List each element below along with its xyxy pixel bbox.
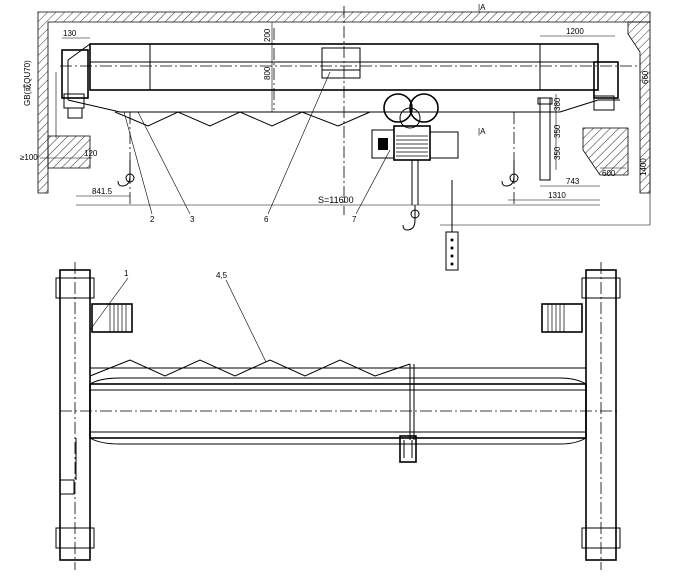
right-wall bbox=[627, 21, 651, 194]
dim-1310: 1310 bbox=[548, 191, 566, 200]
callout-4-5: 4,5 bbox=[216, 271, 228, 280]
dim-1400: 1400 bbox=[639, 158, 648, 176]
dim-130: 130 bbox=[63, 29, 77, 38]
drive-motor-left bbox=[91, 303, 133, 333]
bracket-right bbox=[539, 97, 551, 181]
section-a-top: |A bbox=[478, 3, 486, 12]
dim-100: ≥100 bbox=[20, 153, 38, 162]
dim-120: 120 bbox=[84, 149, 98, 158]
left-wall bbox=[37, 11, 651, 194]
pendant-control bbox=[445, 231, 459, 271]
elevation-view: 130 200 800 1200 660 GB(或QU70) 120 ≥100 … bbox=[20, 3, 651, 271]
dim-350b: 350 bbox=[553, 146, 562, 160]
left-support-hatch bbox=[47, 135, 91, 169]
dim-380: 380 bbox=[553, 97, 562, 111]
festoon-cable bbox=[114, 111, 371, 127]
girder-box bbox=[321, 47, 361, 79]
callout-leaders bbox=[123, 71, 391, 215]
callout-7: 7 bbox=[352, 215, 357, 224]
callout-2: 2 bbox=[150, 215, 155, 224]
right-support-hatch bbox=[582, 127, 629, 176]
dimensions bbox=[40, 22, 651, 226]
callout-3: 3 bbox=[190, 215, 195, 224]
hoist-plan bbox=[399, 435, 417, 463]
dim-841: 841.5 bbox=[92, 187, 113, 196]
plan-view: 1 4,5 bbox=[55, 262, 621, 570]
dim-1200: 1200 bbox=[566, 27, 584, 36]
dim-743: 743 bbox=[566, 177, 580, 186]
end-carriage-left bbox=[61, 49, 89, 99]
dim-span: S=11600 bbox=[318, 195, 354, 205]
callout-6: 6 bbox=[264, 215, 269, 224]
end-carriage-right bbox=[593, 61, 619, 99]
dim-800: 800 bbox=[263, 66, 272, 80]
dim-350a: 350 bbox=[553, 124, 562, 138]
dim-600: 600 bbox=[602, 169, 616, 178]
rail-note: GB(或QU70) bbox=[22, 60, 32, 106]
section-a-right: |A bbox=[478, 127, 486, 136]
callout-1: 1 bbox=[124, 269, 129, 278]
drive-motor-right bbox=[541, 303, 583, 333]
dim-660: 660 bbox=[641, 70, 650, 84]
dim-200: 200 bbox=[263, 28, 272, 42]
electric-hoist bbox=[371, 93, 459, 271]
